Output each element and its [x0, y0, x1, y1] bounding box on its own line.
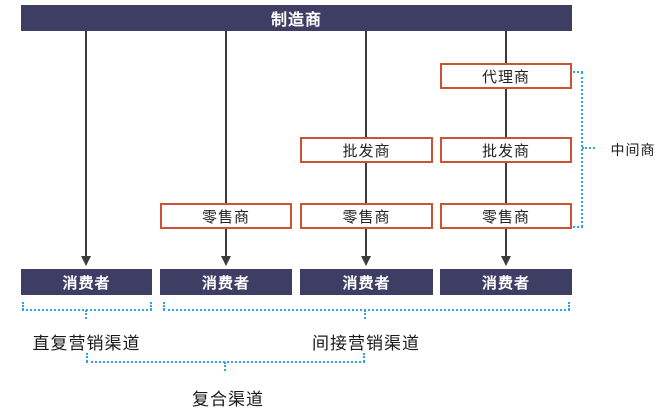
flow-line-col2 — [225, 31, 227, 257]
bracket-segment — [573, 226, 583, 228]
wholesaler-label: 批发商 — [342, 142, 391, 160]
bracket-segment — [581, 72, 583, 227]
wholesaler-label: 批发商 — [481, 142, 530, 160]
manufacturer-bar: 制造商 — [21, 5, 572, 31]
middleman-label: 中间商 — [610, 142, 656, 158]
indirect-channel-label: 间接营销渠道 — [312, 334, 420, 353]
bracket-pointer — [85, 310, 87, 319]
retailer-box-col4: 零售商 — [440, 203, 572, 229]
bracket-segment — [22, 309, 152, 311]
bracket-segment — [150, 302, 152, 310]
retailer-label: 零售商 — [342, 208, 391, 226]
consumer-label: 消费者 — [342, 274, 391, 292]
retailer-label: 零售商 — [201, 208, 250, 226]
arrowhead-col2 — [221, 256, 231, 266]
consumer-box-3: 消费者 — [300, 269, 433, 295]
bracket-segment — [86, 353, 88, 362]
bracket-segment — [22, 302, 24, 310]
bracket-segment — [163, 309, 570, 311]
flow-line-col1 — [85, 31, 87, 257]
consumer-box-2: 消费者 — [160, 269, 292, 295]
bracket-segment — [573, 71, 583, 73]
wholesaler-box-col4: 批发商 — [440, 137, 572, 163]
direct-channel-label: 直复营销渠道 — [32, 334, 141, 353]
retailer-label: 零售商 — [481, 208, 530, 226]
bracket-segment — [568, 302, 570, 310]
bracket-pointer — [364, 310, 366, 319]
wholesaler-box-col3: 批发商 — [300, 137, 433, 163]
arrowhead-col1 — [81, 256, 91, 266]
bracket-segment — [163, 302, 165, 310]
consumer-label: 消费者 — [62, 274, 111, 292]
consumer-box-4: 消费者 — [440, 269, 572, 295]
composite-channel-label: 复合渠道 — [192, 390, 264, 409]
consumer-label: 消费者 — [201, 274, 250, 292]
agent-box: 代理商 — [440, 63, 572, 89]
retailer-box-col2: 零售商 — [160, 203, 292, 229]
retailer-box-col3: 零售商 — [300, 203, 433, 229]
bracket-segment — [363, 353, 365, 362]
consumer-box-1: 消费者 — [21, 269, 152, 295]
bracket-pointer — [582, 147, 595, 149]
arrowhead-col4 — [501, 256, 511, 266]
consumer-label: 消费者 — [481, 274, 530, 292]
manufacturer-label: 制造商 — [270, 12, 322, 29]
arrowhead-col3 — [361, 256, 371, 266]
bracket-pointer — [224, 362, 226, 371]
agent-label: 代理商 — [481, 68, 530, 86]
